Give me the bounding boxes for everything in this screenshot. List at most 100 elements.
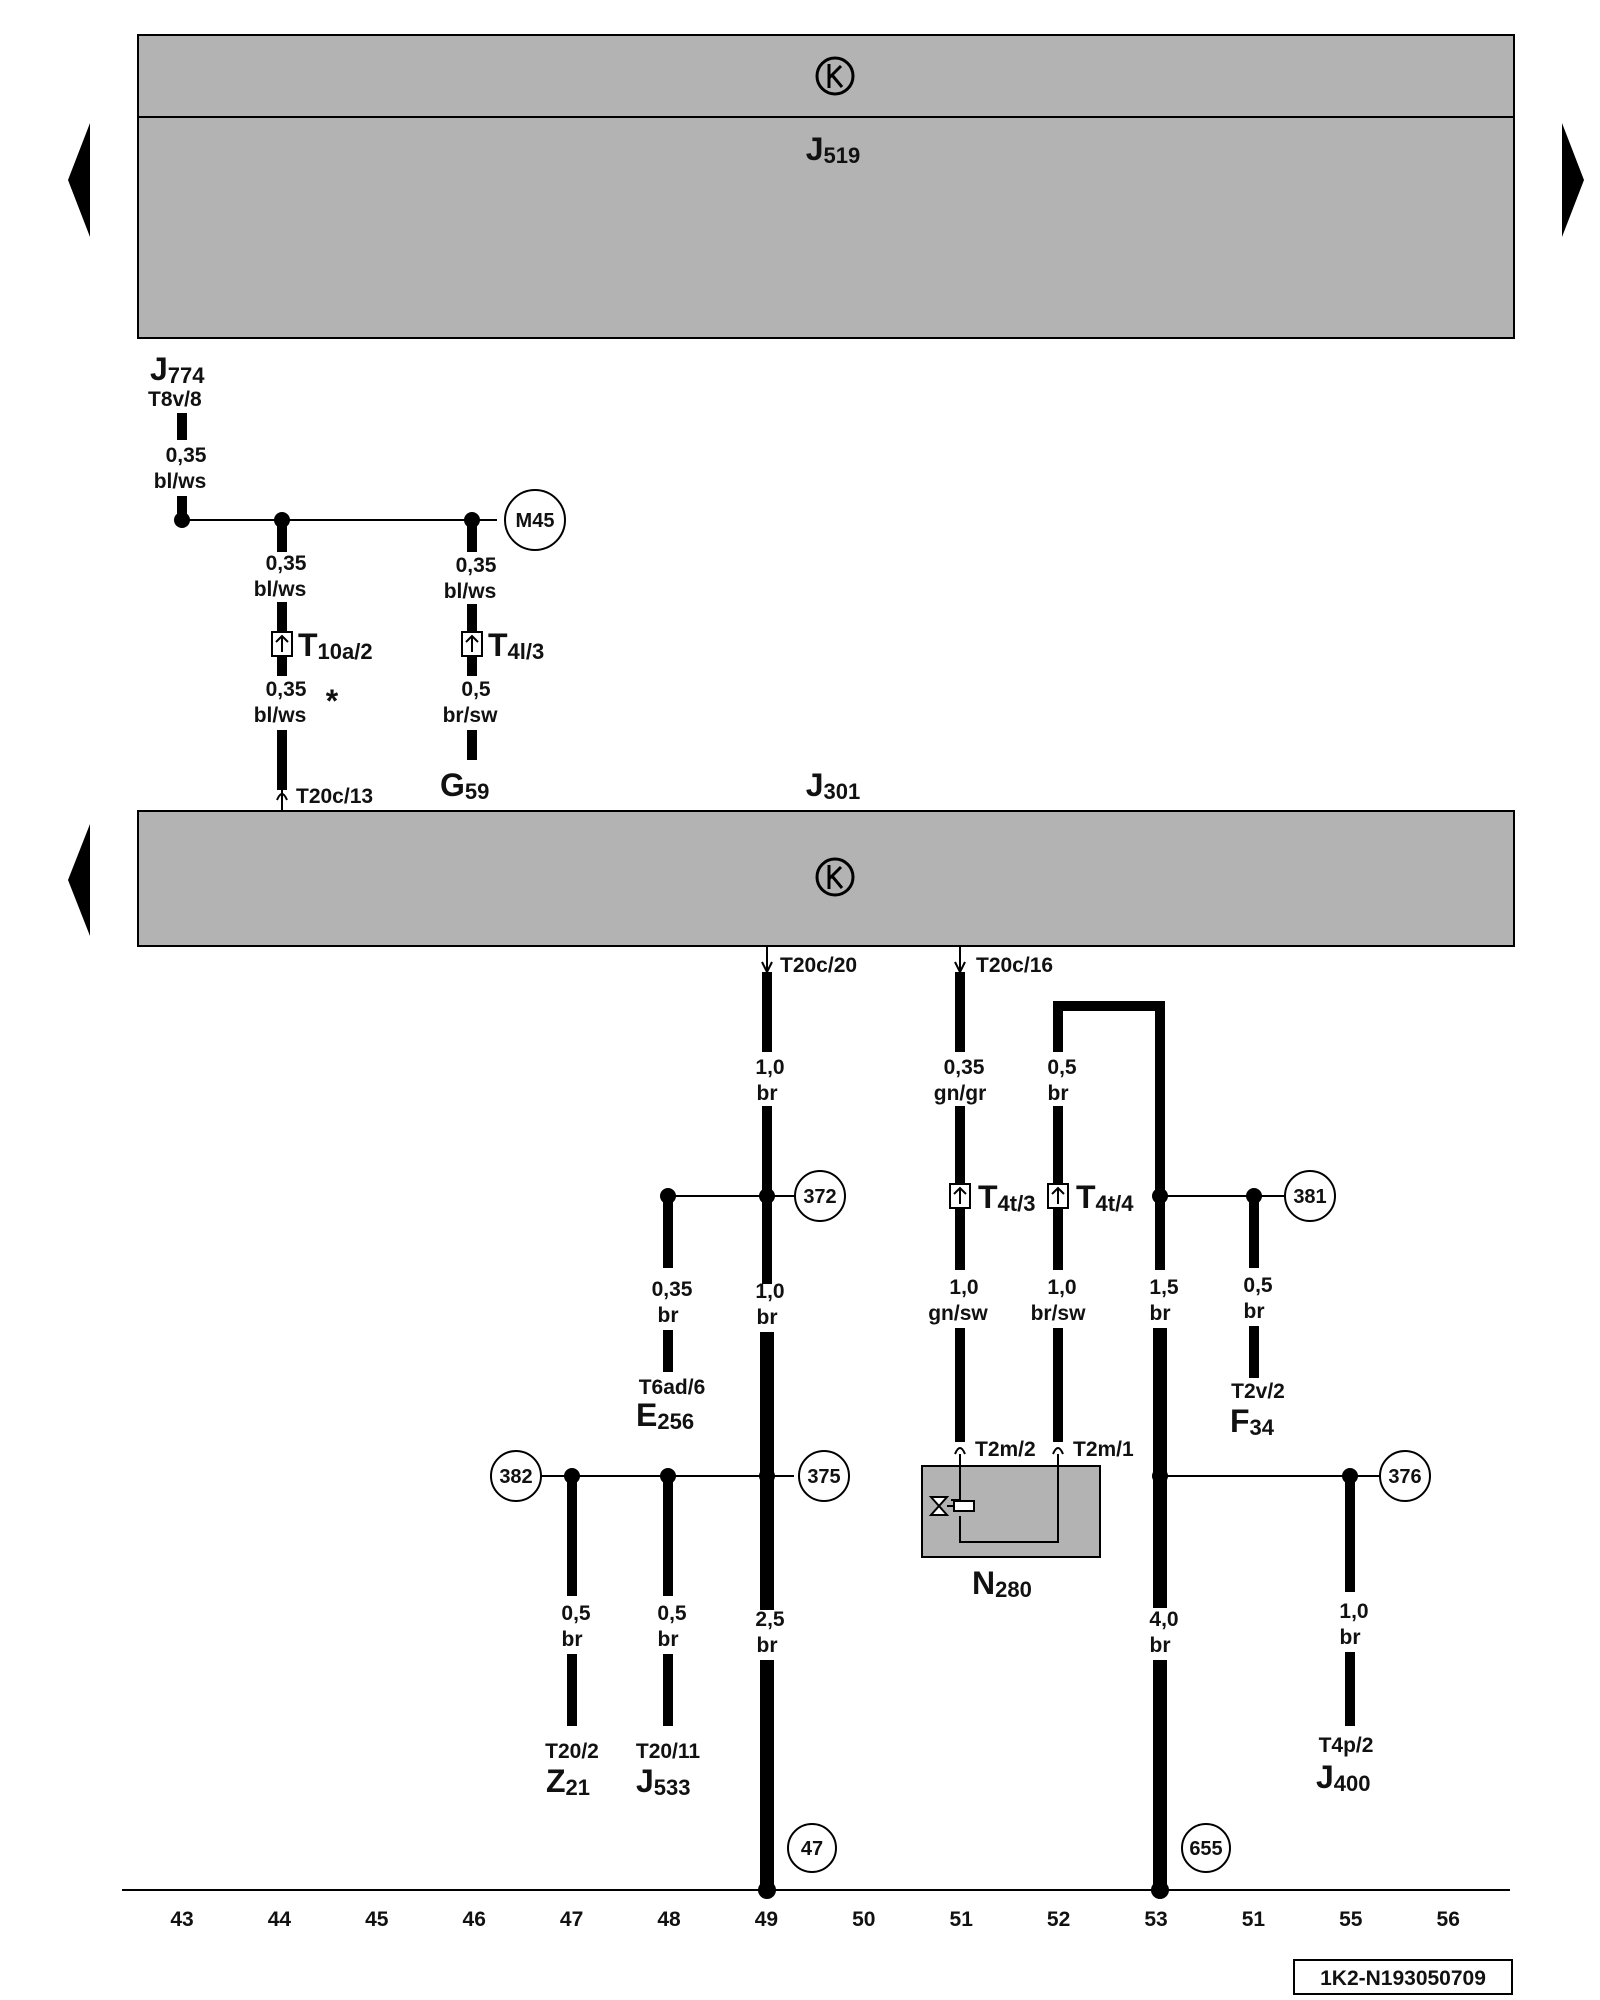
t4t4-label: T4t/4 <box>1076 1179 1134 1216</box>
wire-color: br <box>757 1634 778 1657</box>
t2m1-pin: T2m/1 <box>1073 1438 1134 1461</box>
wire-size: 0,35 <box>266 552 307 575</box>
wire-size: 0,35 <box>266 678 307 701</box>
reference-47: 47 <box>801 1838 823 1860</box>
ruler-number: 48 <box>657 1908 681 1931</box>
f34-pin: T2v/2 <box>1231 1380 1285 1403</box>
wire-color: br <box>757 1082 778 1105</box>
wire-color: br <box>1048 1082 1069 1105</box>
wire-color: br <box>1244 1300 1265 1323</box>
reference-circle-m45 <box>504 489 566 551</box>
reference-circle-655 <box>1181 1823 1231 1873</box>
wire-color: gn/sw <box>928 1302 988 1325</box>
junction <box>1152 1468 1168 1484</box>
f34-label: F34 <box>1230 1403 1275 1440</box>
can-bus-icon <box>815 857 855 897</box>
ruler-number: 53 <box>1144 1908 1167 1931</box>
ruler-number: 49 <box>755 1908 778 1931</box>
junction <box>1152 1188 1168 1204</box>
wire-color: bl/ws <box>154 470 207 493</box>
pin-arrow <box>954 1447 966 1455</box>
wire-size: 0,5 <box>1047 1056 1077 1079</box>
prev-page-arrow-bottom[interactable] <box>68 824 90 936</box>
wire-color: gn/gr <box>934 1082 987 1105</box>
g59-label: G59 <box>440 767 489 804</box>
ruler-number: 46 <box>463 1908 486 1931</box>
connector-icon <box>461 631 483 657</box>
reference-375: 375 <box>807 1466 840 1488</box>
document-id: 1K2-N193050709 <box>1320 1967 1486 1990</box>
ruler-number: 45 <box>365 1908 389 1931</box>
j400-pin: T4p/2 <box>1319 1734 1374 1757</box>
ruler-number: 51 <box>1242 1908 1266 1931</box>
wire-size: 0,35 <box>456 554 497 577</box>
next-page-arrow[interactable] <box>1562 123 1584 237</box>
reference-655: 655 <box>1189 1838 1222 1860</box>
wire-size: 0,5 <box>1243 1274 1273 1297</box>
connector-icon <box>271 631 293 657</box>
prev-page-arrow-top[interactable] <box>68 123 90 237</box>
ruler-number: 44 <box>268 1908 292 1931</box>
wire <box>1053 1001 1165 1196</box>
can-bus-icon <box>815 56 855 96</box>
asterisk-mark: * <box>326 683 339 719</box>
wire-size: 1,0 <box>1339 1600 1368 1623</box>
ruler-number: 43 <box>170 1908 193 1931</box>
e256-label: E256 <box>636 1397 694 1434</box>
ruler-number: 52 <box>1047 1908 1070 1931</box>
j301-label: J301 <box>806 767 861 804</box>
wire-color: bl/ws <box>254 704 307 727</box>
ruler-number: 56 <box>1437 1908 1460 1931</box>
t20c13-pin: T20c/13 <box>296 785 373 808</box>
z21-label: Z21 <box>546 1763 590 1800</box>
reference-372: 372 <box>803 1186 836 1208</box>
wire-color: br <box>658 1304 679 1327</box>
wire-size: 0,5 <box>461 678 491 701</box>
j400-label: J400 <box>1316 1759 1371 1796</box>
reference-circle-382 <box>490 1450 542 1502</box>
reference-circle-47 <box>787 1823 837 1873</box>
wire-size: 0,5 <box>561 1602 591 1625</box>
j774-pin: T8v/8 <box>148 388 202 411</box>
reference-381: 381 <box>1293 1186 1326 1208</box>
reference-m45: M45 <box>516 510 555 532</box>
valve-icon <box>928 1496 975 1516</box>
e256-pin: T6ad/6 <box>639 1376 706 1399</box>
wire-size: 4,0 <box>1149 1608 1178 1631</box>
wire-color: br/sw <box>1031 1302 1087 1325</box>
wire-size: 1,5 <box>1149 1276 1179 1299</box>
n280-label: N280 <box>972 1565 1032 1602</box>
pin-arrow <box>1052 1447 1064 1455</box>
wire-size: 1,0 <box>755 1056 784 1079</box>
wire-color: br <box>1150 1634 1171 1657</box>
control-module-j519: J519 <box>137 34 1515 339</box>
reference-circle-372 <box>794 1170 846 1222</box>
wire-size: 0,5 <box>657 1602 687 1625</box>
wire-color: bl/ws <box>254 578 307 601</box>
t4l3-label: T4l/3 <box>488 627 544 664</box>
wire-size: 2,5 <box>755 1608 785 1631</box>
junction <box>759 1188 775 1204</box>
junction <box>759 1468 775 1484</box>
solenoid-valve-n280 <box>921 1454 1101 1558</box>
j533-label: J533 <box>636 1763 691 1800</box>
document-id-box <box>1293 1959 1513 1995</box>
reference-circle-375 <box>798 1450 850 1502</box>
t20c16-pin: T20c/16 <box>976 954 1053 977</box>
control-module-j301: J301 <box>137 767 1515 947</box>
wire-size: 0,35 <box>166 444 207 467</box>
z21-pin: T20/2 <box>545 1740 599 1763</box>
wire-size: 1,0 <box>949 1276 978 1299</box>
ruler-number: 55 <box>1339 1908 1363 1931</box>
wire-color: bl/ws <box>444 580 497 603</box>
wire-color: br <box>1340 1626 1361 1649</box>
wire-color: br <box>658 1628 679 1651</box>
wire-color: br/sw <box>443 704 499 727</box>
wire-size: 0,35 <box>652 1278 693 1301</box>
junction <box>174 512 190 528</box>
reference-376: 376 <box>1388 1466 1421 1488</box>
wire-size: 1,0 <box>755 1280 784 1303</box>
ruler-number: 50 <box>852 1908 875 1931</box>
